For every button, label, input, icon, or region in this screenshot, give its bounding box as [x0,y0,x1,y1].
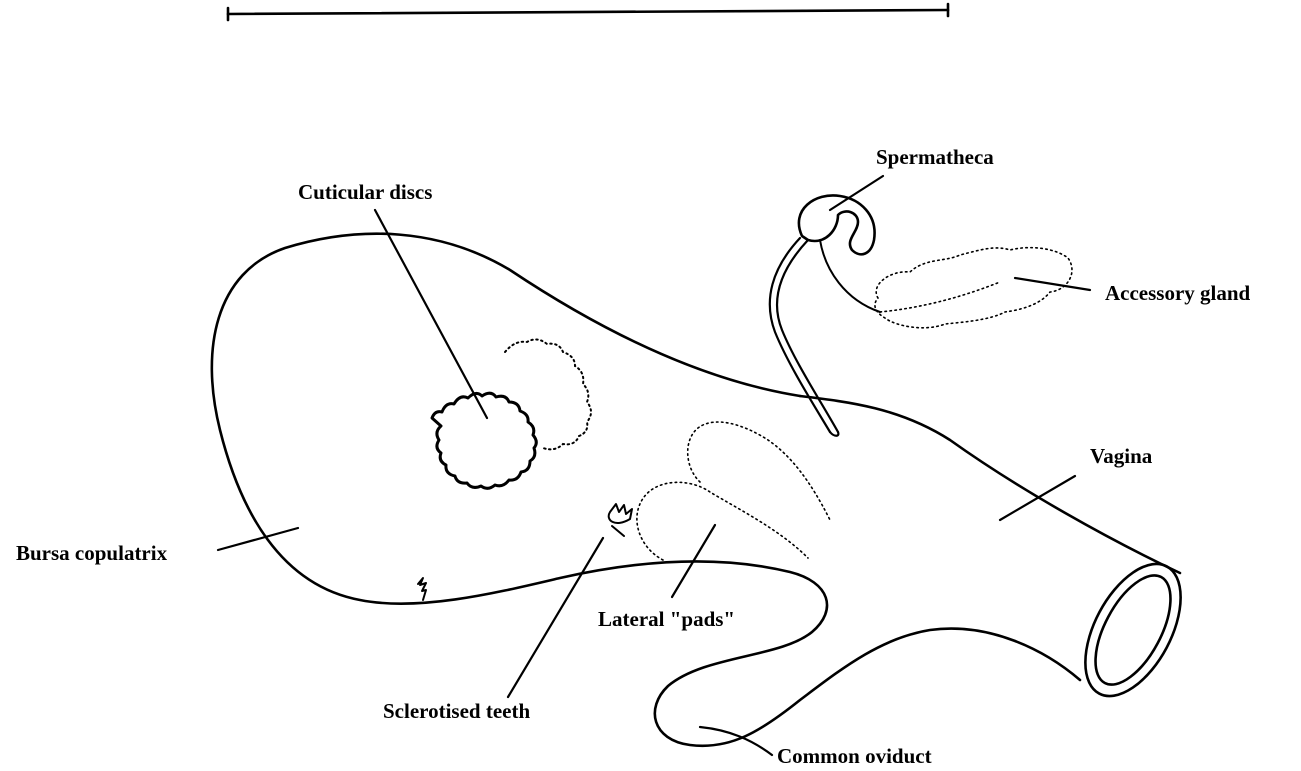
cuticular-disc [432,393,536,488]
label-cuticular-discs: Cuticular discs [298,180,432,204]
label-vagina: Vagina [1090,444,1153,468]
accessory-gland-leader [1015,278,1090,290]
label-accessory-gland: Accessory gland [1105,281,1251,305]
label-lateral-pads: Lateral "pads" [598,607,735,631]
bursa-copulatrix-leader [218,528,298,550]
sclerotised-teeth [609,504,632,536]
spermatheca-leader [830,176,883,210]
bursa-base-mark [418,578,426,600]
lateral-pads [637,422,830,560]
accessory-gland [875,248,1072,328]
label-bursa-copulatrix: Bursa copulatrix [16,541,168,565]
bursa-vagina-outline [212,234,1080,746]
label-sclerotised-teeth: Sclerotised teeth [383,699,530,723]
label-spermatheca: Spermatheca [876,145,994,169]
label-common-oviduct: Common oviduct [777,744,932,768]
cuticular-disc-dotted [505,339,591,449]
cuticular-discs-leader [375,210,487,418]
vagina-upper-wall [800,396,1180,573]
sclerotised-teeth-leader [508,538,603,697]
scale-bar [228,4,948,20]
